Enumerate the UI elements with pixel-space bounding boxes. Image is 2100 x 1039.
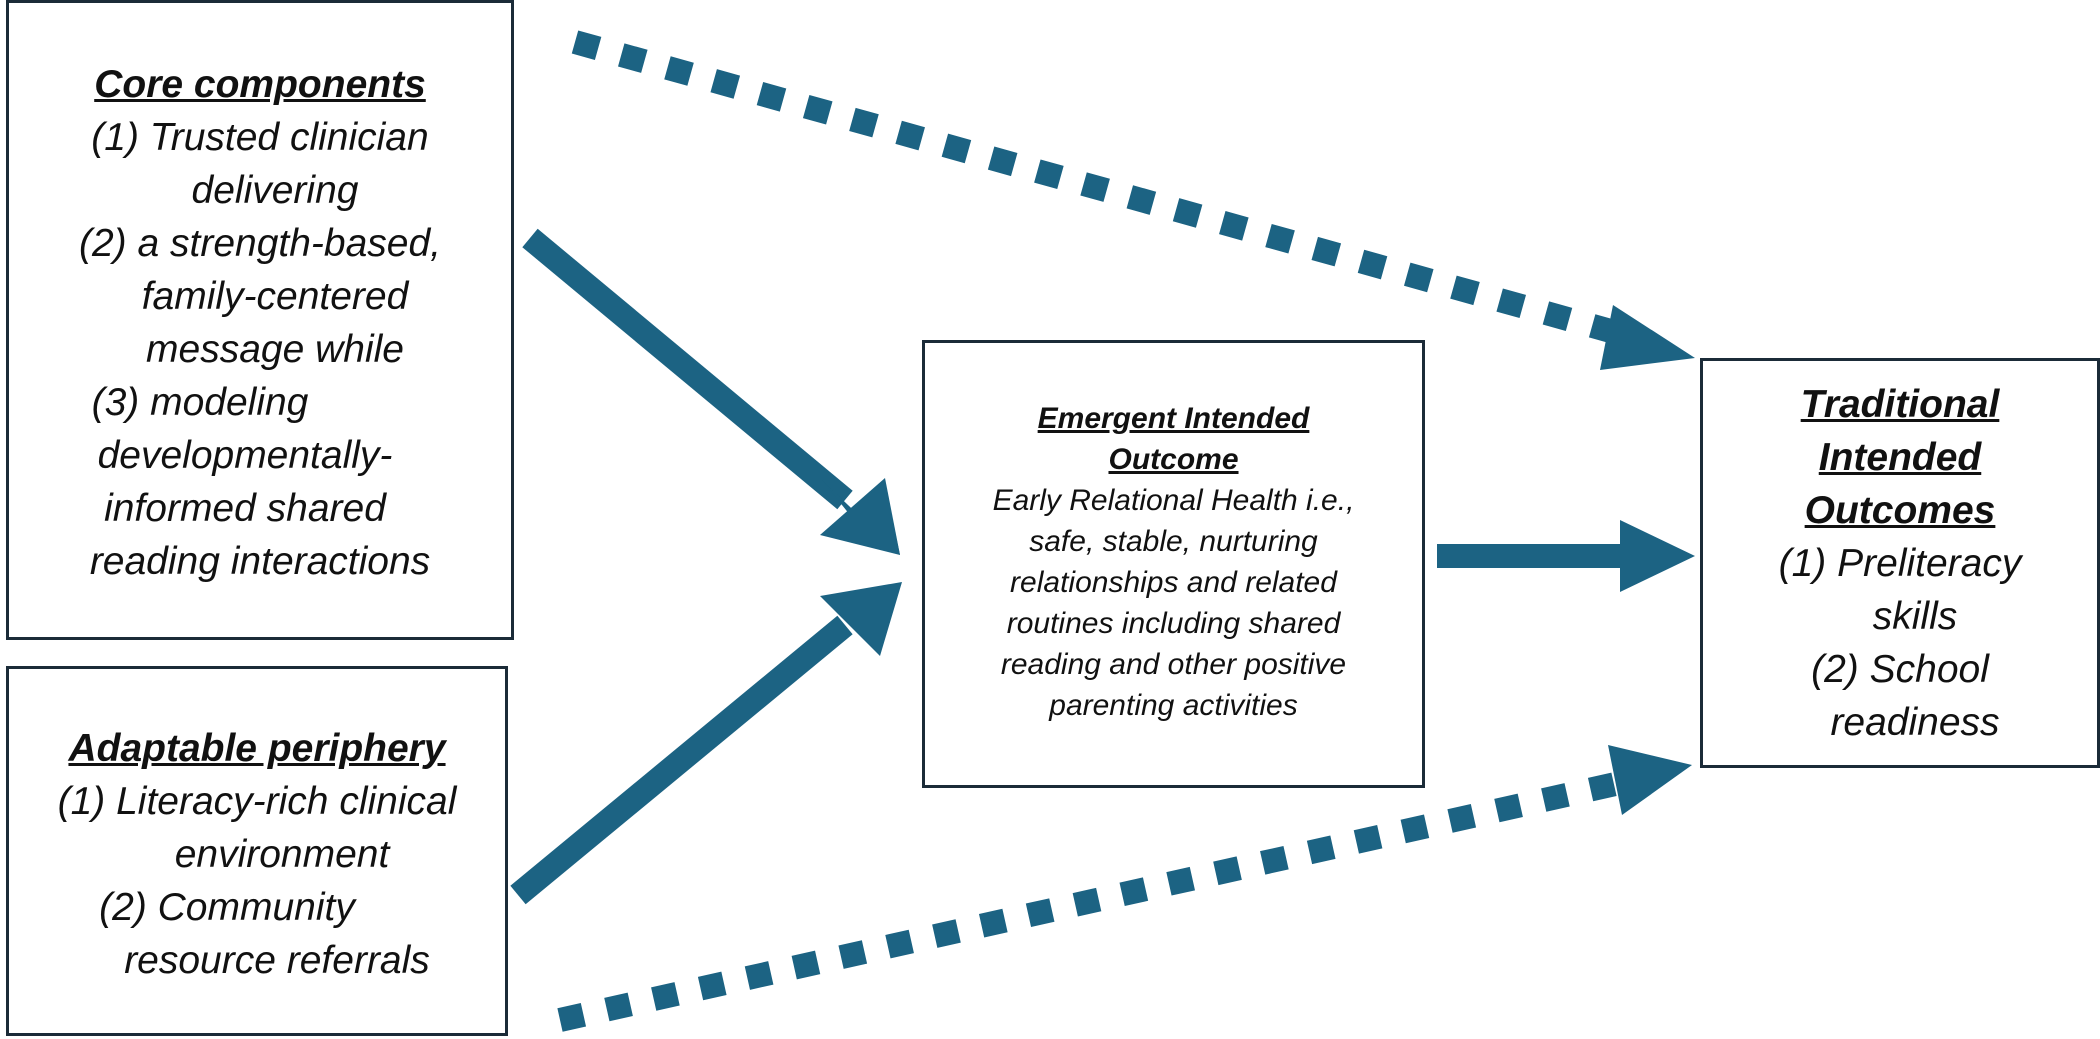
- solid-arrow-periphery-to-emergent: [510, 582, 902, 905]
- emergent-line: routines including shared: [1006, 607, 1341, 640]
- emergent-line: safe, stable, nurturing: [1029, 525, 1318, 558]
- solid-arrow-core-to-emergent: [522, 228, 900, 555]
- periphery-line: resource referrals: [124, 939, 430, 982]
- adaptable-periphery-box: [6, 666, 508, 1036]
- core-components-text: Core components (1) Trusted clinician de…: [6, 58, 514, 588]
- emergent-line: parenting activities: [1049, 689, 1298, 722]
- traditional-outcomes-text: Traditional Intended Outcomes (1) Prelit…: [1700, 378, 2100, 749]
- emergent-line: Early Relational Health i.e.,: [992, 484, 1355, 517]
- traditional-line: (1) Preliteracy: [1778, 542, 2022, 585]
- core-line: informed shared: [104, 487, 386, 530]
- emergent-line: relationships and related: [1010, 566, 1337, 599]
- emergent-line: reading and other positive: [1000, 648, 1347, 681]
- traditional-line: (2) School: [1811, 648, 1989, 691]
- core-line: delivering: [191, 169, 359, 212]
- emergent-outcome-text: Emergent Intended Outcome Early Relation…: [922, 398, 1425, 726]
- periphery-line: environment: [174, 833, 390, 876]
- traditional-line: readiness: [1830, 701, 2000, 744]
- core-line: (2) a strength-based,: [78, 222, 442, 265]
- periphery-line: (1) Literacy-rich clinical: [57, 780, 457, 823]
- adaptable-periphery-text: Adaptable periphery (1) Literacy-rich cl…: [6, 722, 508, 987]
- periphery-line: (2) Community: [99, 886, 355, 929]
- emergent-outcome-heading: Outcome: [1108, 443, 1239, 476]
- traditional-outcomes-box: [1700, 358, 2100, 768]
- core-components-heading: Core components: [94, 63, 426, 106]
- core-line: (1) Trusted clinician: [91, 116, 429, 159]
- solid-arrow-emergent-to-traditional: [1437, 520, 1695, 592]
- dotted-arrow-core-to-traditional: [571, 30, 1695, 370]
- emergent-outcome-box: [922, 340, 1425, 788]
- core-line: reading interactions: [89, 540, 431, 583]
- core-components-box: [6, 0, 514, 640]
- traditional-line: skills: [1872, 595, 1958, 638]
- emergent-outcome-heading: Emergent Intended: [1037, 402, 1310, 435]
- core-line: (3) modeling: [91, 381, 309, 424]
- traditional-outcomes-heading: Outcomes: [1804, 489, 1996, 532]
- adaptable-periphery-heading: Adaptable periphery: [68, 727, 446, 770]
- dotted-arrow-periphery-to-traditional: [557, 745, 1692, 1032]
- traditional-outcomes-heading: Intended: [1818, 436, 1982, 479]
- core-line: developmentally-: [97, 434, 393, 477]
- core-line: message while: [146, 328, 404, 371]
- traditional-outcomes-heading: Traditional: [1800, 383, 2000, 426]
- core-line: family-centered: [141, 275, 409, 318]
